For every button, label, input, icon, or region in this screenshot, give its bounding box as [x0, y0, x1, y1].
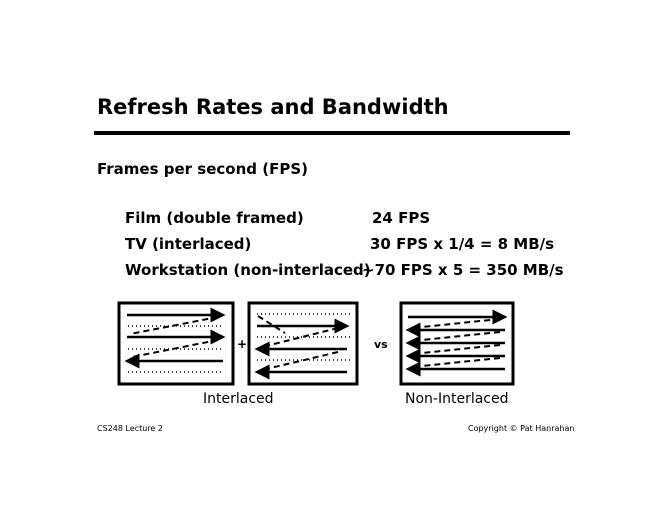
row-value-tv: 30 FPS x 1/4 = 8 MB/s — [370, 235, 555, 253]
slide-title: Refresh Rates and Bandwidth — [97, 95, 449, 119]
footer-copyright: Copyright © Pat Hanrahan — [468, 424, 575, 433]
interlaced-field-2 — [247, 301, 359, 386]
row-label-tv: TV (interlaced) — [125, 235, 252, 253]
noninterlaced-caption: Non-Interlaced — [405, 391, 509, 407]
subtitle: Frames per second (FPS) — [97, 160, 308, 178]
plus-sign: + — [237, 337, 248, 351]
row-value-film: 24 FPS — [372, 209, 431, 227]
title-divider — [94, 131, 570, 135]
row-value-workstation: ~70 FPS x 5 = 350 MB/s — [362, 261, 564, 279]
noninterlaced-frame — [399, 301, 515, 386]
footer-lecture: CS248 Lecture 2 — [97, 424, 163, 433]
interlaced-caption: Interlaced — [203, 391, 274, 407]
row-label-film: Film (double framed) — [125, 209, 304, 227]
row-label-workstation: Workstation (non-interlaced) — [125, 261, 371, 279]
interlaced-field-1 — [117, 301, 235, 386]
vs-label: vs — [374, 338, 388, 351]
